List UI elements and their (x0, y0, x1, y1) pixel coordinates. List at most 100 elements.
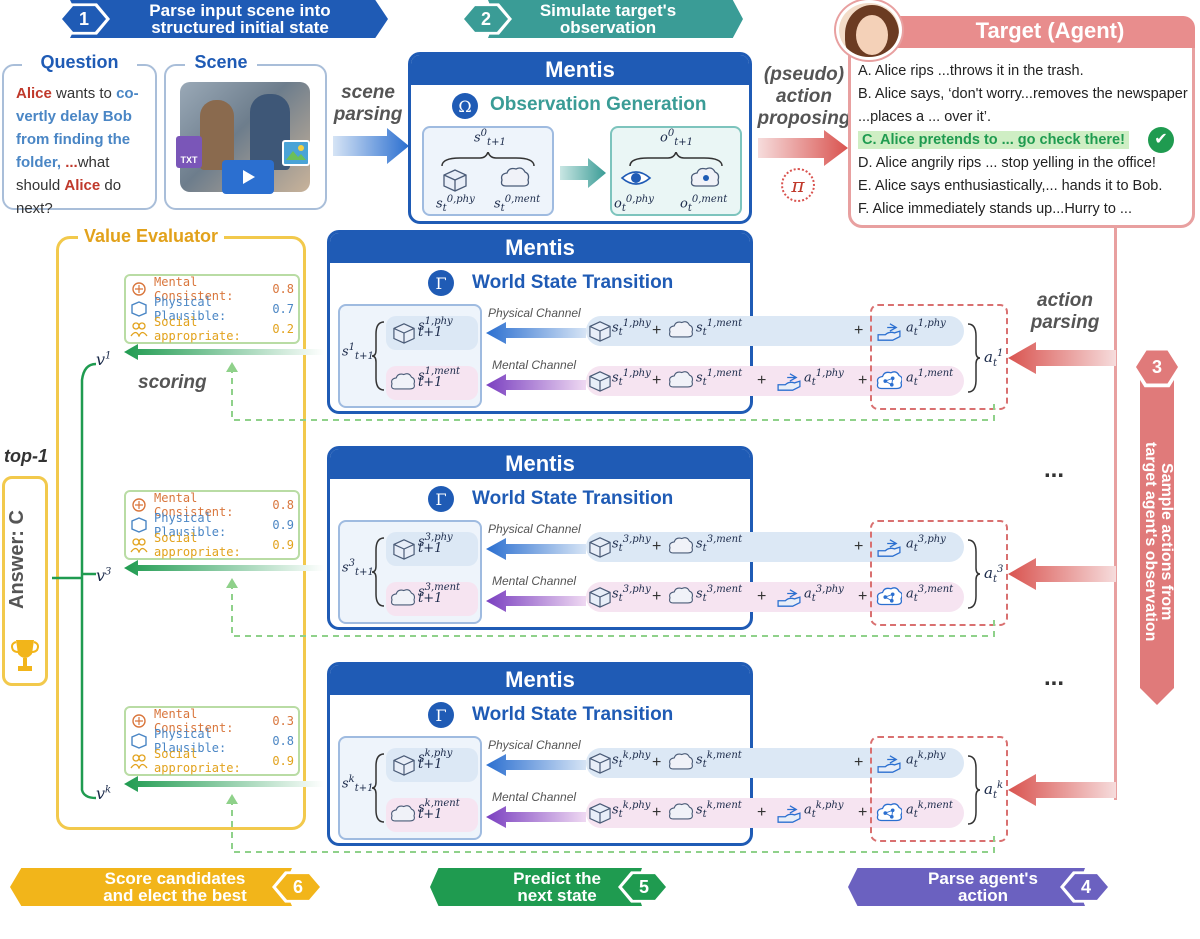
question-text: Alice wants to co-vertly delay Bob from … (16, 82, 151, 220)
plus-sign: + (757, 804, 767, 821)
scene-parsing-arrow (333, 128, 409, 164)
observation-panel-title: Mentis (411, 55, 749, 85)
input-act-phy-label: at3,phy (804, 584, 844, 604)
pi-icon: π (781, 168, 815, 202)
score-label: Physical Plausible: (154, 511, 227, 539)
score-row: Social appropriate: 0.9 (130, 747, 294, 775)
score-row: Physical Plausible:0.9 (130, 511, 294, 539)
feedback-loop (224, 360, 1000, 431)
target-option: D. Alice angrily rips ... stop yelling i… (858, 152, 1190, 175)
step-5-text: Predict the next state (482, 870, 632, 904)
s-ment-label: st0,ment (494, 194, 541, 214)
step-2-text: Simulate target's observation (508, 2, 708, 36)
mental-channel-label: Mental Channel (492, 790, 577, 804)
score-value: 0.9 (272, 754, 294, 768)
action-ment-label: atk,ment (906, 800, 953, 820)
scoring-label: scoring (138, 372, 207, 393)
action-label: atk (984, 780, 1004, 801)
physical-input-strip (586, 532, 964, 562)
check-icon: ✔ (1148, 127, 1174, 153)
input-ment-label: st3,ment (696, 584, 743, 604)
cube-icon (588, 536, 611, 558)
step-6-banner: Score candidates and elect the best 6 (10, 868, 324, 906)
target-option-text: B. Alice says, ‘don't worry...removes th… (858, 86, 1188, 125)
plus-sign: + (757, 588, 767, 605)
input-phy-label: st3,phy (612, 534, 651, 554)
cube-icon (443, 169, 467, 192)
step-6-line2: and elect the best (103, 886, 247, 905)
step-6-band (10, 868, 292, 906)
input-act-phy-label: atk,phy (804, 800, 844, 820)
social-icon (130, 753, 148, 770)
action-phy-label: at3,phy (906, 534, 946, 554)
wst-subtitle: World State Transition (472, 488, 674, 509)
score-label: Social appropriate: (154, 747, 241, 775)
step-2-line2: observation (559, 18, 657, 37)
step-3-banner: 3 Sample actions from target agent's obs… (1132, 345, 1182, 720)
plus-sign: + (652, 804, 662, 821)
physical-channel-arrow (486, 322, 586, 349)
step-6-number: 6 (292, 876, 303, 897)
action-ment-label: at1,ment (906, 368, 954, 388)
action-proposing-line2: action (776, 86, 832, 107)
action-proposing-line1: (pseudo) (763, 64, 845, 85)
target-option: B. Alice says, ‘don't worry...removes th… (858, 83, 1190, 129)
question-part: do next? (16, 177, 122, 217)
brain-network-icon (876, 586, 903, 608)
input-phy-label: st1,phy (612, 368, 651, 388)
target-option: A. Alice rips ...throws it in the trash. (858, 60, 1190, 83)
hand-action-icon (876, 322, 901, 344)
value-symbol: v (96, 784, 106, 803)
step-3-text: Sample actions from target agent's obser… (1142, 397, 1175, 687)
value-index: 1 (105, 350, 112, 362)
brain-cloud-icon (390, 588, 416, 610)
next-state-brace (371, 536, 386, 613)
step-4-banner: Parse agent's action 4 (848, 868, 1113, 906)
top1-label: top-1 (4, 446, 48, 466)
step-3-line1: Sample actions from (1158, 463, 1175, 621)
question-part: Alice (64, 177, 101, 194)
step-1-line1: Parse input scene into (149, 1, 331, 20)
score-value: 0.8 (272, 734, 294, 748)
physical-channel-arrow (486, 754, 586, 781)
mental-channel-arrow (486, 590, 586, 617)
initial-state-label: s0t+1 (474, 128, 506, 148)
action-label: at3 (984, 564, 1004, 585)
action-phy-label: atk,phy (906, 750, 946, 770)
question-title: Question (22, 52, 137, 73)
step-4-line2: action (957, 886, 1009, 905)
step-4-text: Parse agent's action (903, 870, 1063, 904)
brain-cloud-icon (668, 586, 694, 608)
action-box (870, 520, 1008, 626)
brain-cloud-icon (668, 370, 694, 392)
cube-icon (130, 733, 148, 749)
o-ment-label: ot0,ment (680, 194, 728, 214)
omega-icon: Ω (452, 93, 478, 119)
next-state-label: s3t+1 (342, 558, 374, 578)
wst-subtitle: World State Transition (472, 272, 674, 293)
action-label: at1 (984, 348, 1004, 369)
scene-parsing-line2: parsing (333, 104, 403, 125)
cube-icon (588, 370, 611, 392)
value-output-arrow (124, 344, 324, 365)
action-proposing-line3: proposing (757, 108, 851, 129)
mental-channel-arrow (486, 374, 586, 401)
brain-cloud-icon (668, 536, 694, 558)
initial-state-box (422, 126, 554, 216)
scene-parsing-label: scene parsing (333, 82, 403, 126)
o-phy-label: ot0,phy (614, 194, 654, 214)
plus-sign: + (652, 538, 662, 555)
score-row: Social appropriate:0.2 (130, 315, 294, 343)
feedback-loop (224, 576, 1000, 647)
step-5-line1: Predict the (513, 869, 601, 888)
step-2-band (488, 0, 743, 38)
target-option-text: D. Alice angrily rips ... stop yelling i… (858, 155, 1156, 171)
action-parsing-line1: action (1037, 290, 1093, 311)
scene-parsing-line1: scene (341, 82, 395, 103)
question-part: wants to (51, 85, 117, 102)
physical-input-strip (586, 316, 964, 346)
